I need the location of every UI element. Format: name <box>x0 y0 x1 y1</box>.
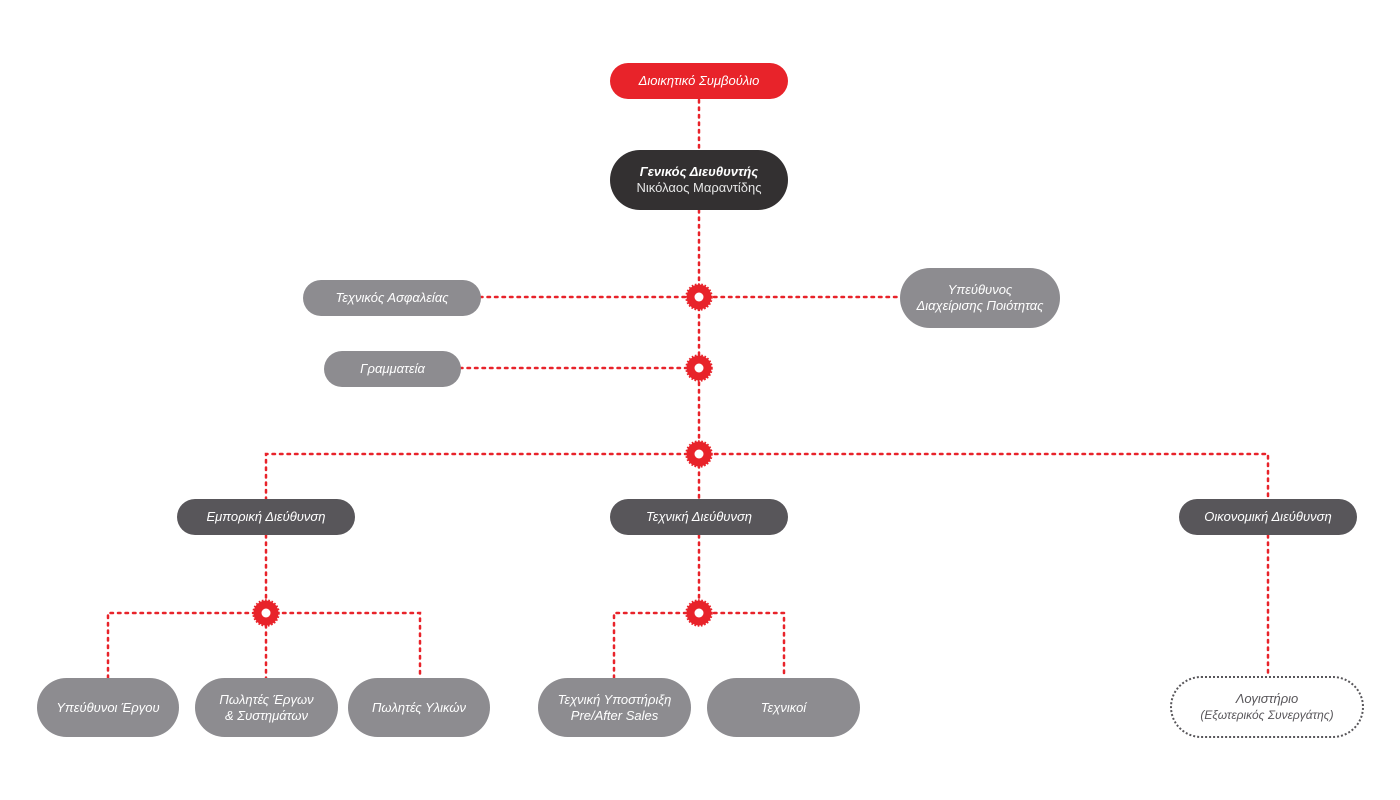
project-managers-label: Υπεύθυνοι Έργου <box>56 699 160 715</box>
technicians-node: Τεχνικοί <box>707 678 860 737</box>
board-node: Διοικητικό Συμβούλιο <box>610 63 788 99</box>
junction-gear-icon <box>685 599 713 627</box>
junction-gear-icon <box>685 283 713 311</box>
junction-gear-icon <box>685 440 713 468</box>
project-sales-line1: Πωλητές Έργων <box>219 691 314 707</box>
technical-department-node: Τεχνική Διεύθυνση <box>610 499 788 535</box>
departments-bus-line <box>264 452 1270 502</box>
quality-line1: Υπεύθυνος <box>947 282 1013 297</box>
project-sales-line2: & Συστημάτων <box>225 707 308 723</box>
commercial-label: Εμπορική Διεύθυνση <box>206 509 326 524</box>
quality-line2: Διαχείρισης Ποιότητας <box>916 298 1044 313</box>
junction-gear-icon <box>252 599 280 627</box>
technical-support-node: Τεχνική Υποστήριξη Pre/After Sales <box>538 678 691 737</box>
accounting-label: Λογιστήριο <box>1235 691 1299 706</box>
technical-label: Τεχνική Διεύθυνση <box>645 509 753 524</box>
secretariat-node: Γραμματεία <box>324 351 461 387</box>
gm-name: Νικόλαος Μαραντίδης <box>636 180 762 195</box>
quality-manager-node: Υπεύθυνος Διαχείρισης Ποιότητας <box>900 268 1060 328</box>
technical-support-line1: Τεχνική Υποστήριξη <box>557 691 672 707</box>
general-manager-node: Γενικός Διευθυντής Νικόλαος Μαραντίδης <box>610 150 788 210</box>
technical-support-line2: Pre/After Sales <box>570 707 659 723</box>
materials-sales-node: Πωλητές Υλικών <box>348 678 490 737</box>
commercial-department-node: Εμπορική Διεύθυνση <box>177 499 355 535</box>
gm-title: Γενικός Διευθυντής <box>639 164 759 179</box>
financial-label: Οικονομική Διεύθυνση <box>1204 509 1332 524</box>
junction-gear-icon <box>685 354 713 382</box>
accounting-node: Λογιστήριο (Εξωτερικός Συνεργάτης) <box>1170 676 1364 738</box>
materials-sales-label: Πωλητές Υλικών <box>371 699 466 715</box>
secretariat-label: Γραμματεία <box>360 361 425 376</box>
board-label: Διοικητικό Συμβούλιο <box>638 73 760 88</box>
technicians-label: Τεχνικοί <box>760 699 807 715</box>
safety-label: Τεχνικός Ασφαλείας <box>335 290 449 305</box>
safety-technician-node: Τεχνικός Ασφαλείας <box>303 280 481 316</box>
financial-department-node: Οικονομική Διεύθυνση <box>1179 499 1357 535</box>
project-managers-node: Υπεύθυνοι Έργου <box>37 678 179 737</box>
accounting-note: (Εξωτερικός Συνεργάτης) <box>1200 708 1334 722</box>
project-sales-node: Πωλητές Έργων & Συστημάτων <box>195 678 338 737</box>
